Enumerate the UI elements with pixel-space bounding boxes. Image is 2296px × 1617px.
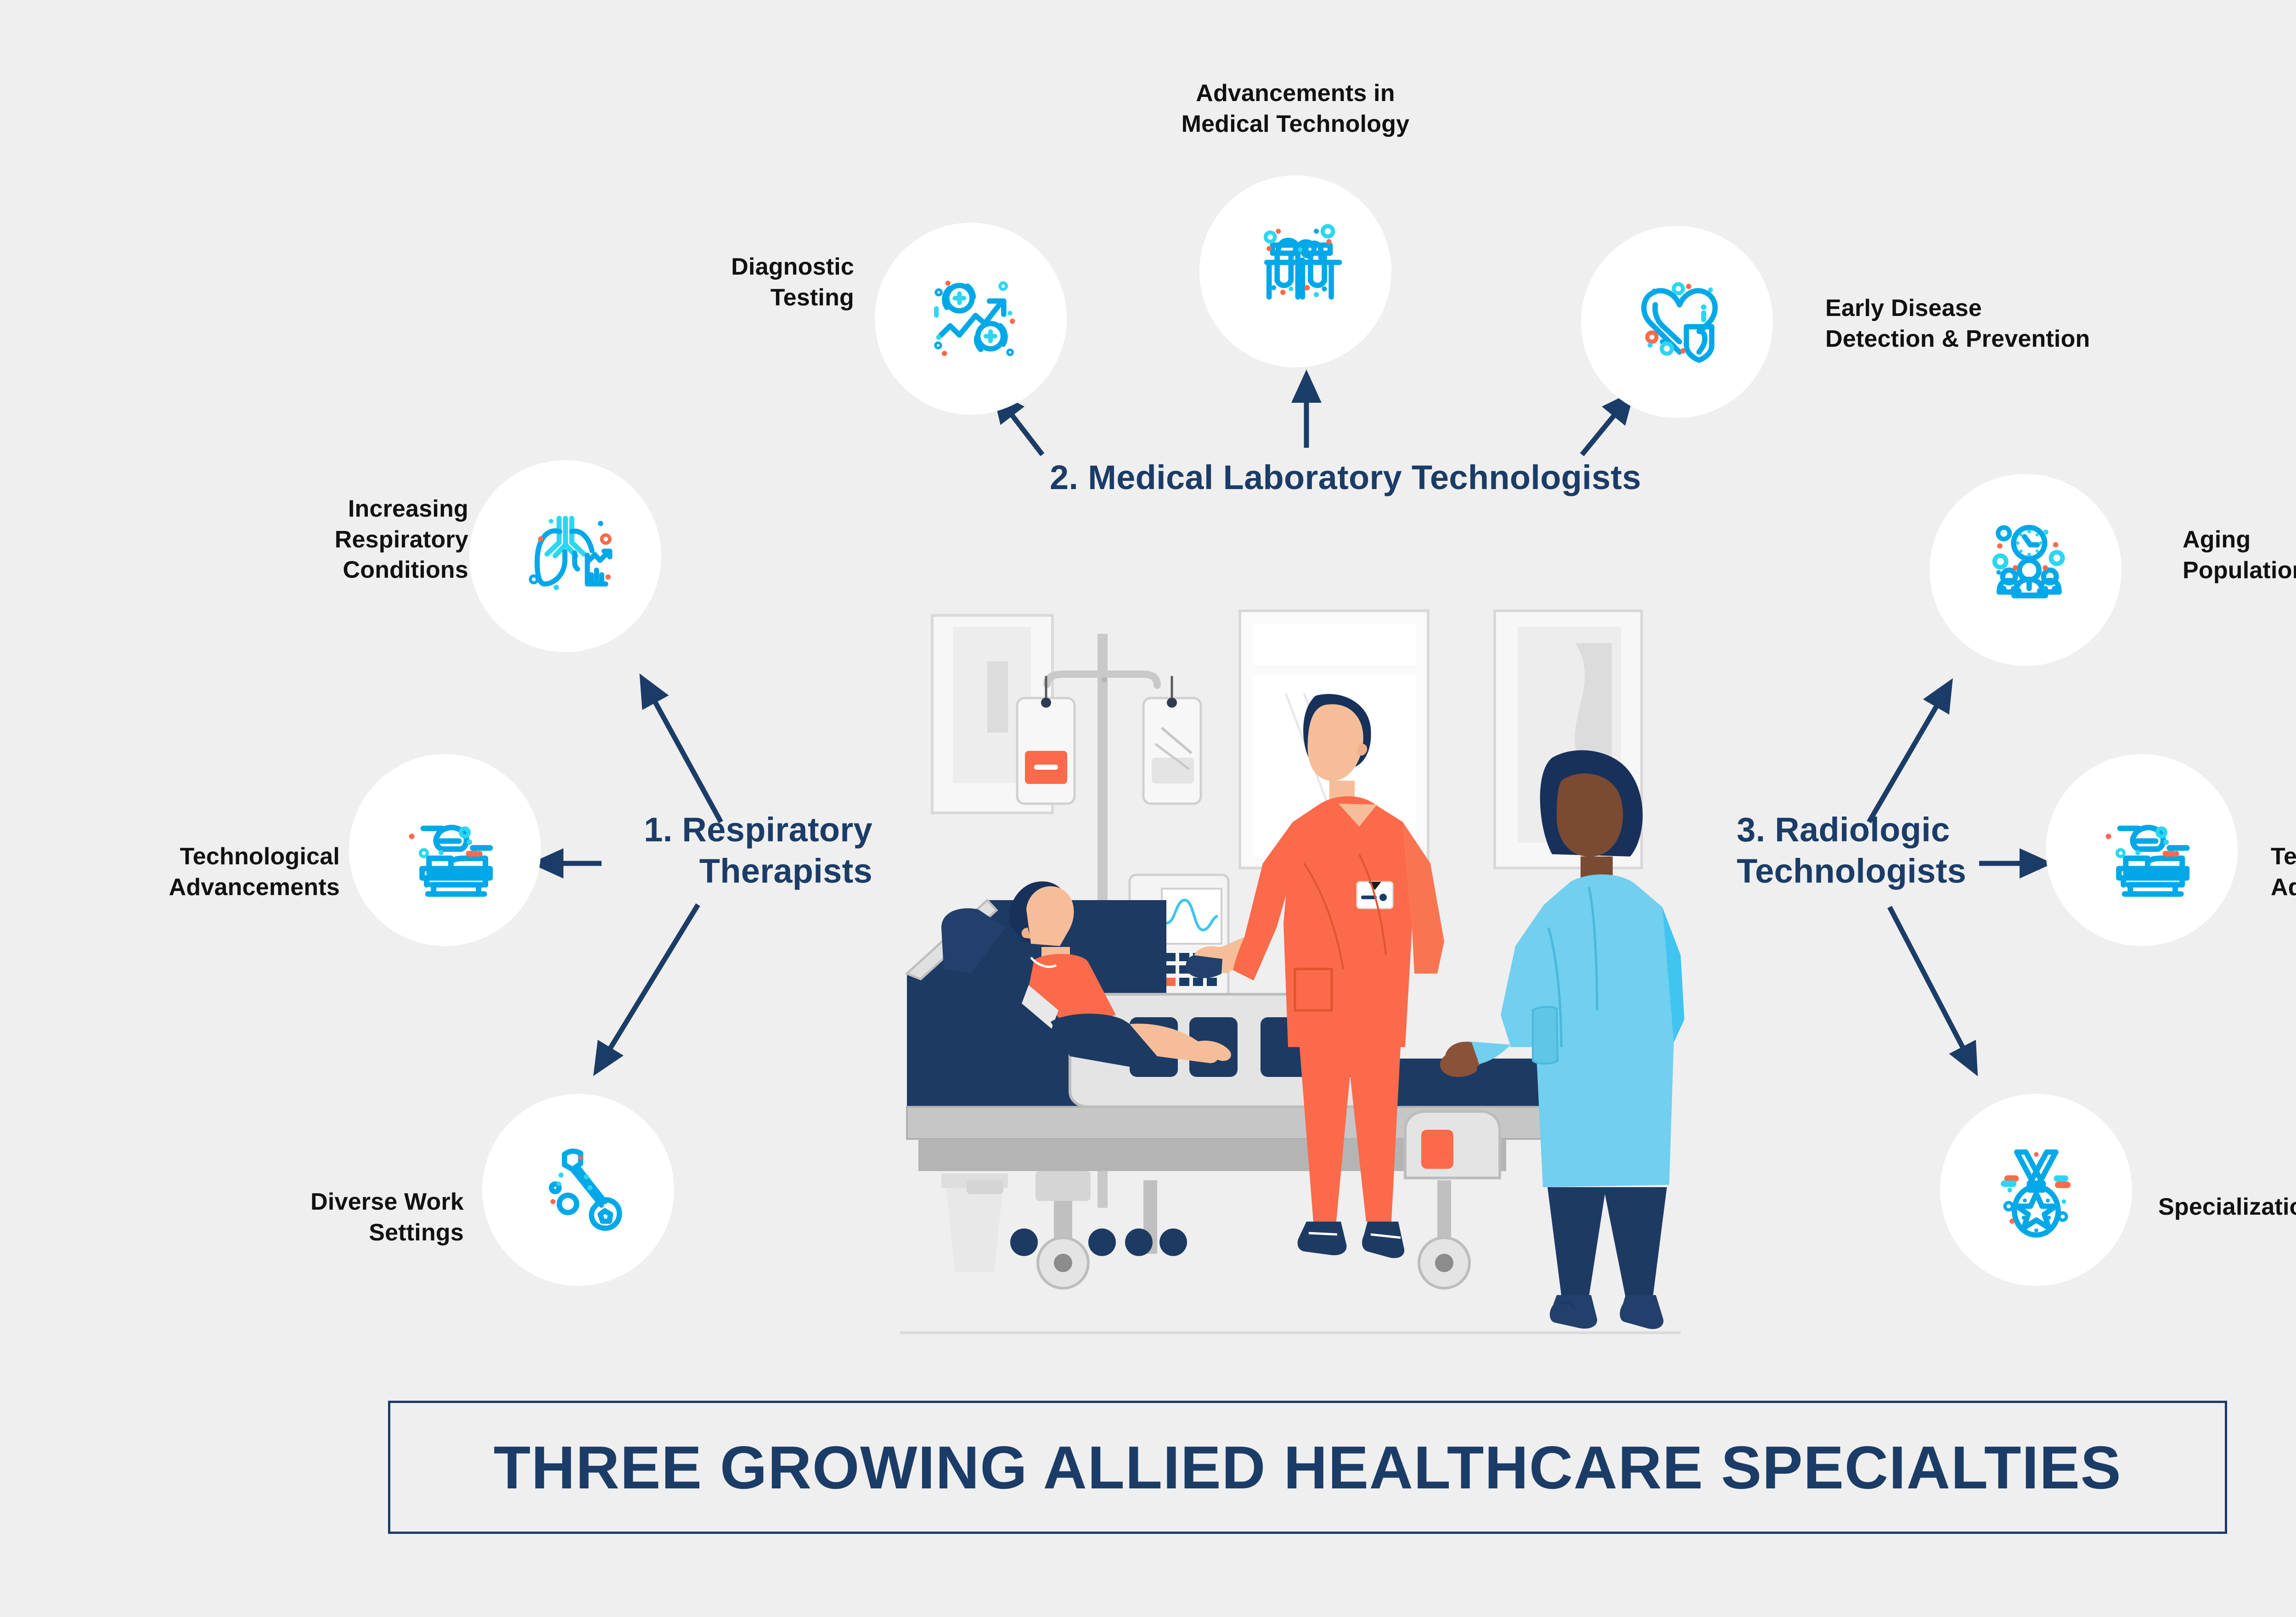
iv-bag-blood	[1016, 676, 1076, 805]
bubble-early-disease-detection[interactable]	[1581, 226, 1773, 418]
heading-medical-laboratory-technologists: 2. Medical Laboratory Technologists	[1050, 458, 1641, 496]
main-title-text: THREE GROWING ALLIED HEALTHCARE SPECIALT…	[493, 1433, 2122, 1501]
test-tubes-icon	[1263, 224, 1342, 299]
growth-chart-medical-icon	[934, 280, 1015, 356]
iv-bag-saline	[1142, 676, 1202, 805]
bubble-specialization[interactable]	[1940, 1094, 2132, 1286]
medal-star-icon	[2000, 1149, 2071, 1238]
main-title-banner: THREE GROWING ALLIED HEALTHCARE SPECIALT…	[388, 1401, 2227, 1534]
bubble-diverse-work-settings[interactable]	[482, 1094, 674, 1286]
patient-in-bed	[1009, 881, 1231, 1070]
hospital-bed-illustration	[872, 606, 1704, 1359]
bubble-diagnostic-testing[interactable]	[875, 223, 1067, 415]
label-specialization: Specialization	[2158, 1194, 2296, 1220]
lungs-chart-icon	[529, 515, 613, 590]
bubble-advancements-medical-technology[interactable]	[1199, 175, 1391, 367]
wrench-icon	[548, 1148, 622, 1231]
medical-scanner-icon	[2105, 824, 2190, 897]
wall-frames	[931, 609, 1643, 869]
nurse-in-orange-scrubs	[1186, 694, 1444, 1258]
heart-shield-icon	[1641, 282, 1718, 363]
doctor-in-blue-coat	[1440, 750, 1684, 1329]
bubble-aging-population[interactable]	[1930, 474, 2122, 666]
clock-people-icon	[1992, 524, 2065, 598]
bubble-increasing-respiratory-conditions[interactable]	[469, 460, 661, 652]
medical-scanner-icon	[409, 824, 493, 897]
bubble-technological-advancements-left[interactable]	[349, 754, 541, 946]
bubble-technological-advancements-right[interactable]	[2046, 754, 2238, 946]
